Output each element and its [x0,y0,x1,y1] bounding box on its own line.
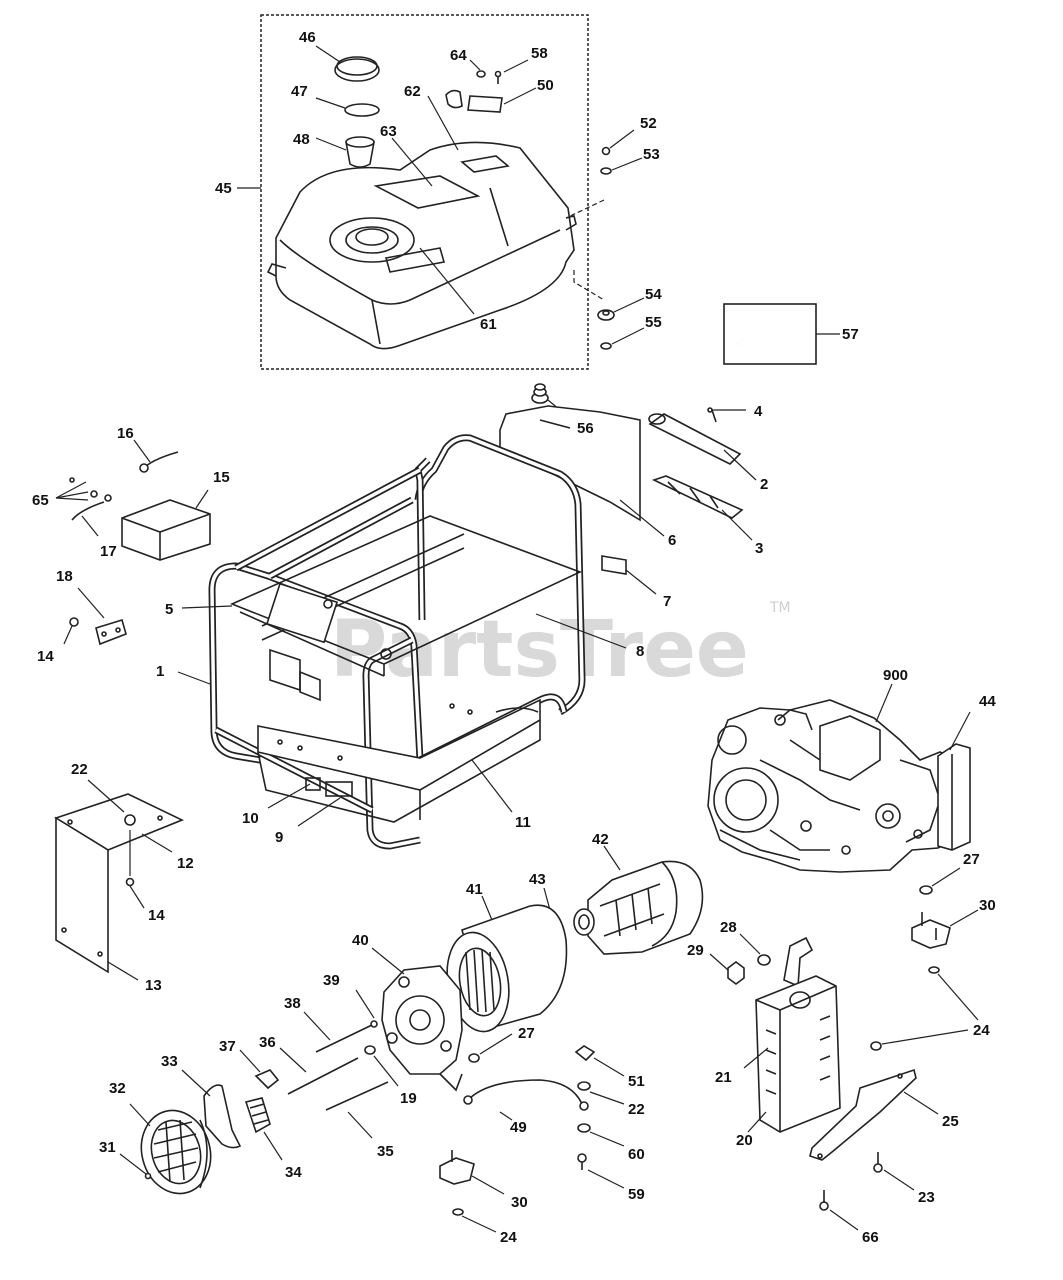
fuel-tank [266,95,577,350]
callout-37: 37 [219,1038,236,1055]
callout-21: 21 [715,1069,732,1086]
callout-5: 5 [165,601,173,618]
callout-54: 54 [645,286,662,303]
battery-assembly [55,439,211,561]
end-cover-assembly [119,1069,283,1195]
callout-18: 18 [56,568,73,585]
engine-mount-left [439,1150,505,1233]
engine-mount-right [911,867,979,1021]
stator [446,895,568,1033]
rotor [543,845,704,955]
callout-29: 29 [687,942,704,959]
callout-8: 8 [636,643,644,660]
callout-27a: 27 [963,851,980,868]
callout-6: 6 [668,532,676,549]
callout-45: 45 [215,180,232,197]
callout-13: 13 [145,977,162,994]
callout-25: 25 [942,1113,959,1130]
callout-10: 10 [242,810,259,827]
engine-assembly [707,683,971,873]
callout-30a: 30 [979,897,996,914]
callout-51: 51 [628,1073,645,1090]
callout-63: 63 [380,123,397,140]
callout-36: 36 [259,1034,276,1051]
fuel-tank-kit-box [260,14,589,370]
callout-62: 62 [404,83,421,100]
fuel-cap [315,45,380,82]
muffler-bracket [809,1068,939,1231]
control-panel-bracket [54,779,184,981]
callout-34: 34 [285,1164,302,1181]
callout-9: 11 [515,814,531,831]
callout-4: 4 [754,403,763,420]
callout-48: 48 [293,131,310,148]
generator-frame [177,434,627,850]
callout-3: 3 [755,540,763,557]
muffler-assembly [709,933,969,1133]
callout-15: 15 [213,469,230,486]
callout-14b: 14 [148,907,165,924]
callout-1: 1 [156,663,164,680]
callout-labels: 46 64 58 47 50 62 48 63 45 52 53 61 54 5… [32,29,996,1246]
mounting-bracket [63,587,127,646]
cap-gasket [315,97,380,117]
callout-7: 7 [663,593,671,610]
through-bolts [239,989,399,1139]
callout-30b: 30 [511,1194,528,1211]
end-housing [371,947,463,1092]
callout-66: 66 [862,1229,879,1246]
callout-52: 52 [640,115,657,132]
callout-50: 50 [537,77,554,94]
callout-27b: 27 [518,1025,535,1042]
callout-900: 900 [883,667,908,684]
callout-56: 56 [577,420,594,437]
callout-22b: 22 [628,1101,645,1118]
callout-61: 61 [480,316,497,333]
fuel-strainer [315,136,375,168]
callout-55: 55 [645,314,662,331]
callout-46: 46 [299,29,316,46]
callout-24b: 24 [500,1229,517,1246]
callout-58: 58 [531,45,548,62]
callout-40: 40 [352,932,369,949]
callout-24a: 24 [973,1022,990,1039]
callout-43: 43 [529,871,546,888]
callout-41: 41 [466,881,483,898]
handle-grip-parts [648,407,757,541]
fuel-gauge-parts [445,59,537,113]
callout-59: 59 [628,1186,645,1203]
callout-22a: 22 [71,761,88,778]
callout-49: 49 [510,1119,527,1136]
callout-14a: 14 [37,648,54,665]
callout-16: 16 [117,425,134,442]
callout-39: 39 [323,972,340,989]
callout-44: 44 [979,693,996,710]
callout-23: 23 [918,1189,935,1206]
callout-11: 9 [275,829,283,846]
callout-31: 31 [99,1139,116,1156]
callout-38: 38 [284,995,301,1012]
callout-35: 35 [377,1143,394,1160]
callout-2: 2 [760,476,768,493]
ground-wire-hardware [463,1033,625,1189]
callout-65: 65 [32,492,49,509]
callout-28: 28 [720,919,737,936]
callout-17: 17 [100,543,117,560]
callout-19: 19 [400,1090,417,1107]
tank-mount-hardware [565,129,645,350]
callout-47: 47 [291,83,308,100]
fuel-hose-box [723,303,840,365]
callout-64: 64 [450,47,467,64]
watermark-trademark: TM [769,600,791,616]
callout-57: 57 [842,326,859,343]
callout-42: 42 [592,831,609,848]
callout-33: 33 [161,1053,178,1070]
callout-32: 32 [109,1080,126,1097]
callout-53: 53 [643,146,660,163]
callout-20: 20 [736,1132,753,1149]
callout-12: 12 [177,855,194,872]
callout-60: 60 [628,1146,645,1163]
